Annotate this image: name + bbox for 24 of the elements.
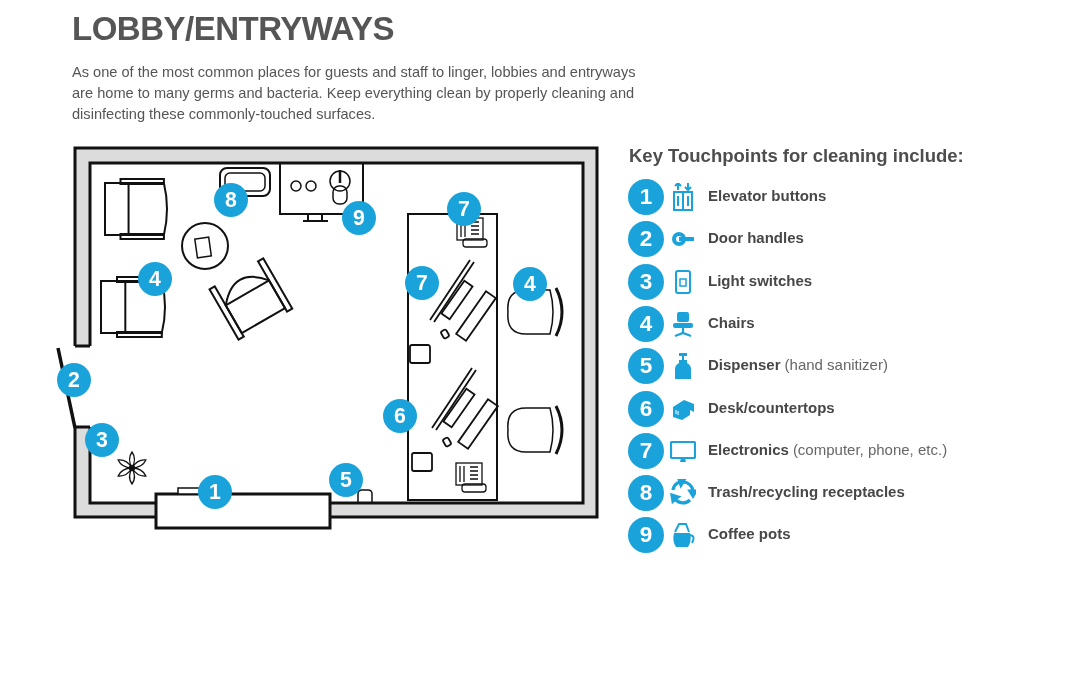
key-item-text: Desk/countertops [708,398,835,416]
key-item-text: Dispenser [708,356,781,374]
number-badge: 6 [628,390,664,427]
key-item-note: (hand sanitizer) [784,356,888,374]
key-item-text: Elevator buttons [708,187,827,204]
number-badge: 5 [628,348,664,385]
intro-paragraph: As one of the most common places for guests and staff to linger, lobbies and entryways are home to many germs and bacteria. Keep everything clean by properly cleaning and disinfecting these commonly-touched surfaces. [72,63,637,124]
key-item-text: Electronics [708,440,789,458]
key-item-text: Chairs [708,313,755,331]
number-badge: 7 [628,432,664,469]
key-item-text: Light switches [708,271,813,289]
number-badge: 2 [628,221,664,258]
number-badge: 2 [57,363,91,397]
key-item-note: (computer, phone, etc.) [792,440,948,458]
key-item-text: Door handles [708,229,804,247]
number-badge: 8 [628,475,664,512]
number-badge: 9 [628,517,664,554]
number-badge: 1 [628,179,664,215]
number-badge: 3 [628,263,664,300]
key-item-text: Trash/recycling receptacles [708,483,905,501]
key-heading: Key Touchpoints for cleaning include: [629,145,964,167]
number-badge: 4 [628,305,664,342]
key-item-text: Coffee pots [708,525,791,543]
title: LOBBY/ENTRYWAYS [72,10,394,48]
